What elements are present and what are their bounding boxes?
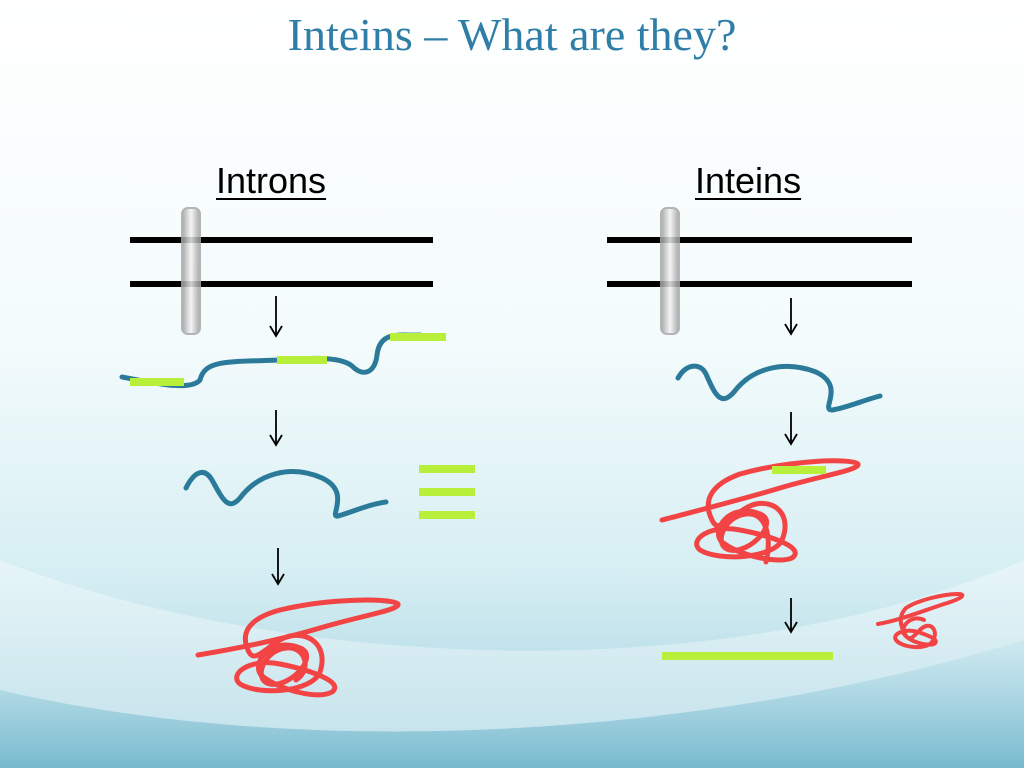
introns-gene-bracket — [181, 207, 201, 335]
down-arrow-icon — [784, 412, 798, 446]
introns-precursor-mrna — [119, 332, 446, 389]
down-arrow-icon — [784, 598, 798, 634]
introns-spliced-strand — [183, 469, 389, 519]
inteins-small-folded-protein — [876, 592, 965, 649]
slide-title: Inteins – What are they? — [287, 9, 737, 60]
introns-dna-strands — [130, 237, 433, 287]
introns-folded-protein — [195, 597, 401, 698]
introns-heading: Introns — [216, 160, 327, 201]
inteins-heading: Inteins — [695, 160, 802, 201]
down-arrow-icon — [784, 298, 798, 336]
down-arrow-icon — [271, 548, 285, 586]
inteins-gene-bracket — [660, 207, 680, 335]
inteins-dna-strands — [607, 237, 912, 287]
down-arrow-icon — [269, 296, 283, 338]
equivalence-icon — [419, 465, 475, 519]
inteins-precursor-strand — [675, 363, 883, 413]
inteins-folded-precursor — [659, 458, 861, 565]
down-arrow-icon — [269, 410, 283, 447]
